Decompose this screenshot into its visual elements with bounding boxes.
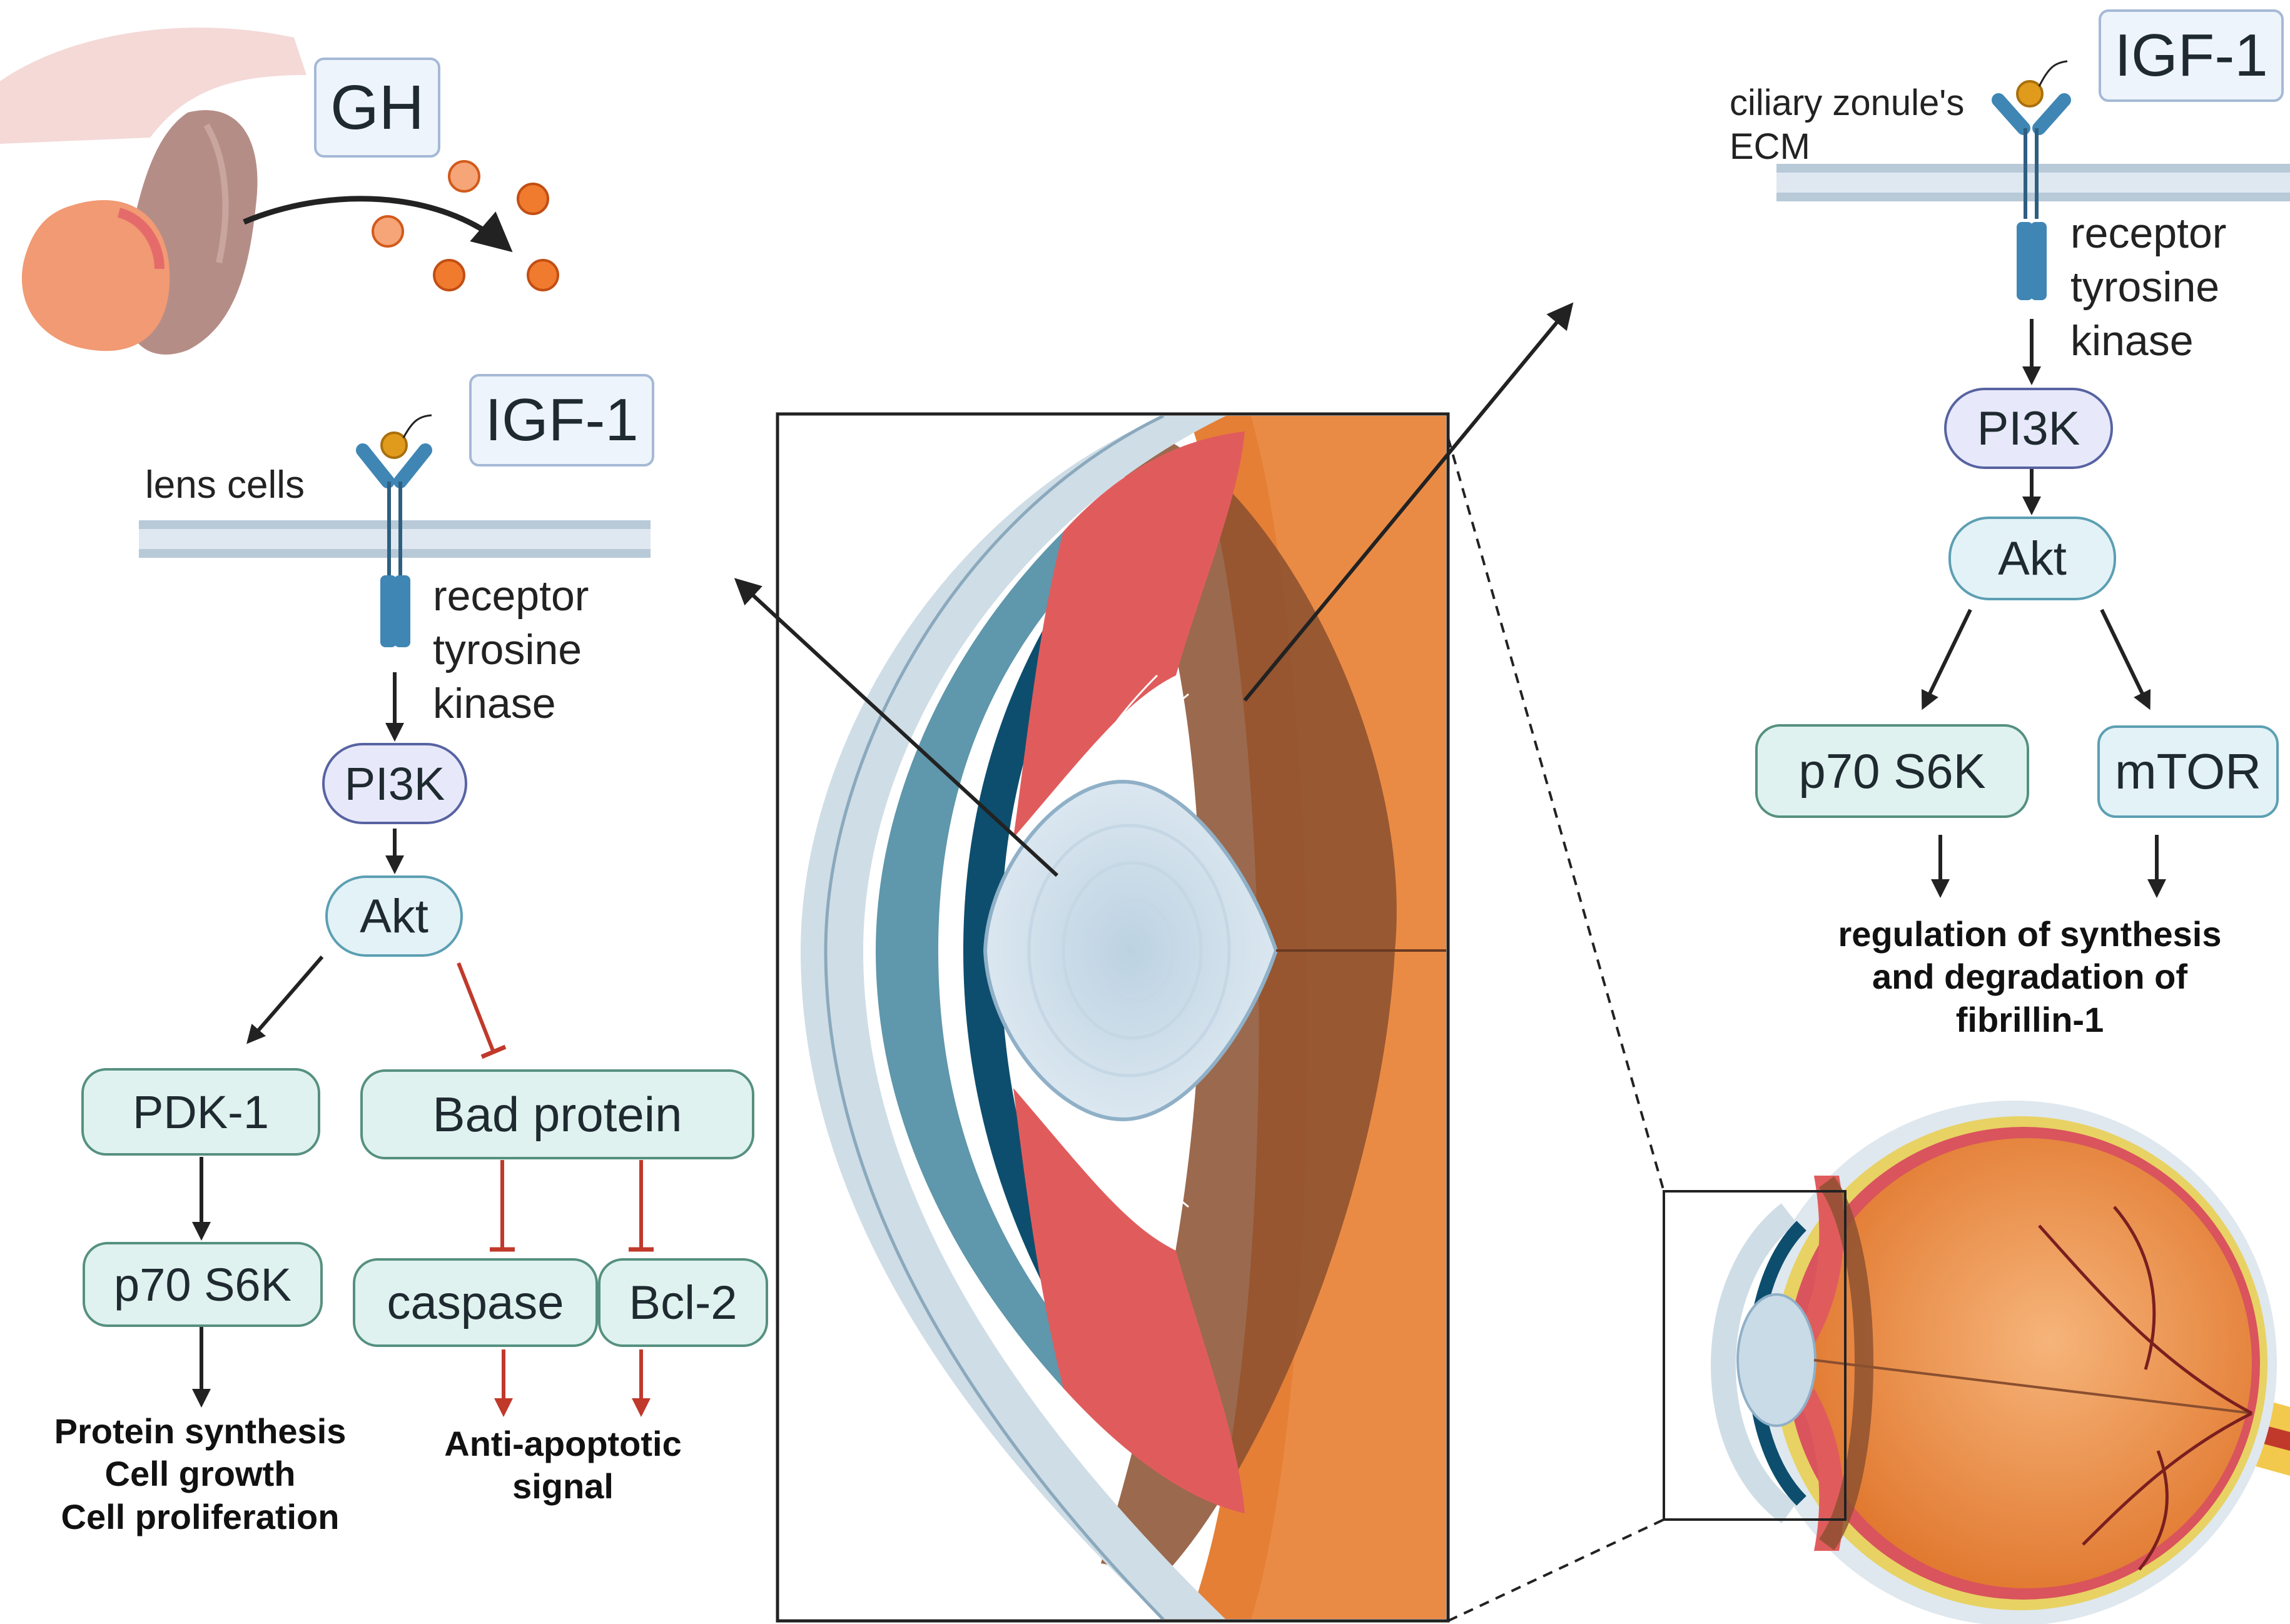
right-receptor-label: receptor tyrosine kinase [2070, 206, 2226, 368]
zoom-connector-top [1447, 437, 1665, 1192]
left-akt-label: Akt [360, 889, 428, 943]
left-growth-outcome: Protein synthesis Cell growth Cell proli… [25, 1410, 375, 1538]
zoom-connector-bottom [1447, 1518, 1664, 1622]
right-fibrillin-outcome-line-2: and degradation of [1872, 957, 2187, 997]
whole-eye-illustration [1663, 1101, 2290, 1624]
right-pi3k-node: PI3K [1944, 388, 2113, 469]
left-anti-apoptotic-line-2: signal [512, 1466, 614, 1506]
eye-cross-section [776, 412, 1450, 1623]
left-receptor-label-line-2: tyrosine [433, 626, 582, 673]
right-akt-label: Akt [1998, 532, 2067, 585]
arrow-to-left-pathway [734, 578, 1059, 877]
left-receptor-label-line-3: kinase [433, 680, 556, 727]
gh-label: GH [330, 72, 424, 143]
left-igf1-label: IGF-1 [485, 386, 639, 453]
left-bad-protein-node: Bad protein [360, 1069, 754, 1159]
gh-particles [372, 160, 559, 291]
right-p70s6k-label: p70 S6K [1798, 743, 1986, 799]
right-mtor-node: mTOR [2097, 725, 2279, 818]
right-p70s6k-node: p70 S6K [1755, 724, 2029, 818]
right-membrane-label: ciliary zonule's ECM [1730, 81, 1964, 169]
left-caspase-node: caspase [353, 1258, 598, 1347]
left-bcl2-node: Bcl-2 [598, 1258, 768, 1347]
right-akt-node: Akt [1948, 517, 2116, 600]
gh-label-box: GH [314, 58, 440, 158]
left-bad-protein-label: Bad protein [432, 1086, 682, 1142]
left-pathway-arrows [192, 672, 654, 1417]
left-p70s6k-label: p70 S6K [114, 1258, 291, 1311]
right-igf1-box: IGF-1 [2099, 9, 2284, 102]
left-anti-apoptotic-outcome: Anti-apoptotic signal [413, 1423, 713, 1508]
left-anti-apoptotic-line-1: Anti-apoptotic [444, 1424, 682, 1463]
left-caspase-label: caspase [387, 1276, 564, 1329]
left-receptor-label: receptor tyrosine kinase [433, 569, 589, 730]
pituitary-gland-illustration [0, 28, 307, 355]
left-receptor [356, 414, 432, 647]
left-membrane [139, 520, 651, 558]
right-pathway-arrows [1921, 319, 2166, 898]
right-receptor-label-line-2: tyrosine [2070, 263, 2220, 311]
left-akt-node: Akt [325, 875, 463, 957]
left-igf1-box: IGF-1 [469, 374, 654, 467]
right-mtor-label: mTOR [2114, 744, 2262, 799]
gh-release-arrow [243, 196, 513, 253]
left-growth-outcome-line-2: Cell growth [104, 1454, 296, 1494]
right-membrane [1776, 164, 2290, 201]
right-receptor [1992, 60, 2071, 300]
left-membrane-label: lens cells [145, 463, 305, 507]
left-p70s6k-node: p70 S6K [83, 1242, 323, 1327]
right-fibrillin-outcome: regulation of synthesis and degradation … [1801, 913, 2258, 1041]
right-pi3k-label: PI3K [1977, 401, 2080, 455]
arrow-to-right-pathway [1243, 302, 1574, 702]
left-growth-outcome-line-1: Protein synthesis [54, 1411, 347, 1451]
left-receptor-label-line-1: receptor [433, 572, 589, 620]
left-bcl2-label: Bcl-2 [629, 1276, 737, 1329]
left-pi3k-node: PI3K [322, 743, 467, 824]
right-receptor-label-line-3: kinase [2070, 317, 2194, 365]
left-growth-outcome-line-3: Cell proliferation [61, 1496, 340, 1536]
left-pdk1-node: PDK-1 [81, 1068, 320, 1156]
right-fibrillin-outcome-line-1: regulation of synthesis [1838, 914, 2222, 954]
right-membrane-label-line-2: ECM [1730, 126, 1810, 167]
right-fibrillin-outcome-line-3: fibrillin-1 [1955, 999, 2104, 1039]
left-pi3k-label: PI3K [344, 757, 445, 810]
right-membrane-label-line-1: ciliary zonule's [1730, 83, 1965, 123]
right-igf1-label: IGF-1 [2114, 22, 2268, 89]
left-pdk1-label: PDK-1 [133, 1086, 269, 1138]
right-receptor-label-line-1: receptor [2070, 209, 2227, 257]
